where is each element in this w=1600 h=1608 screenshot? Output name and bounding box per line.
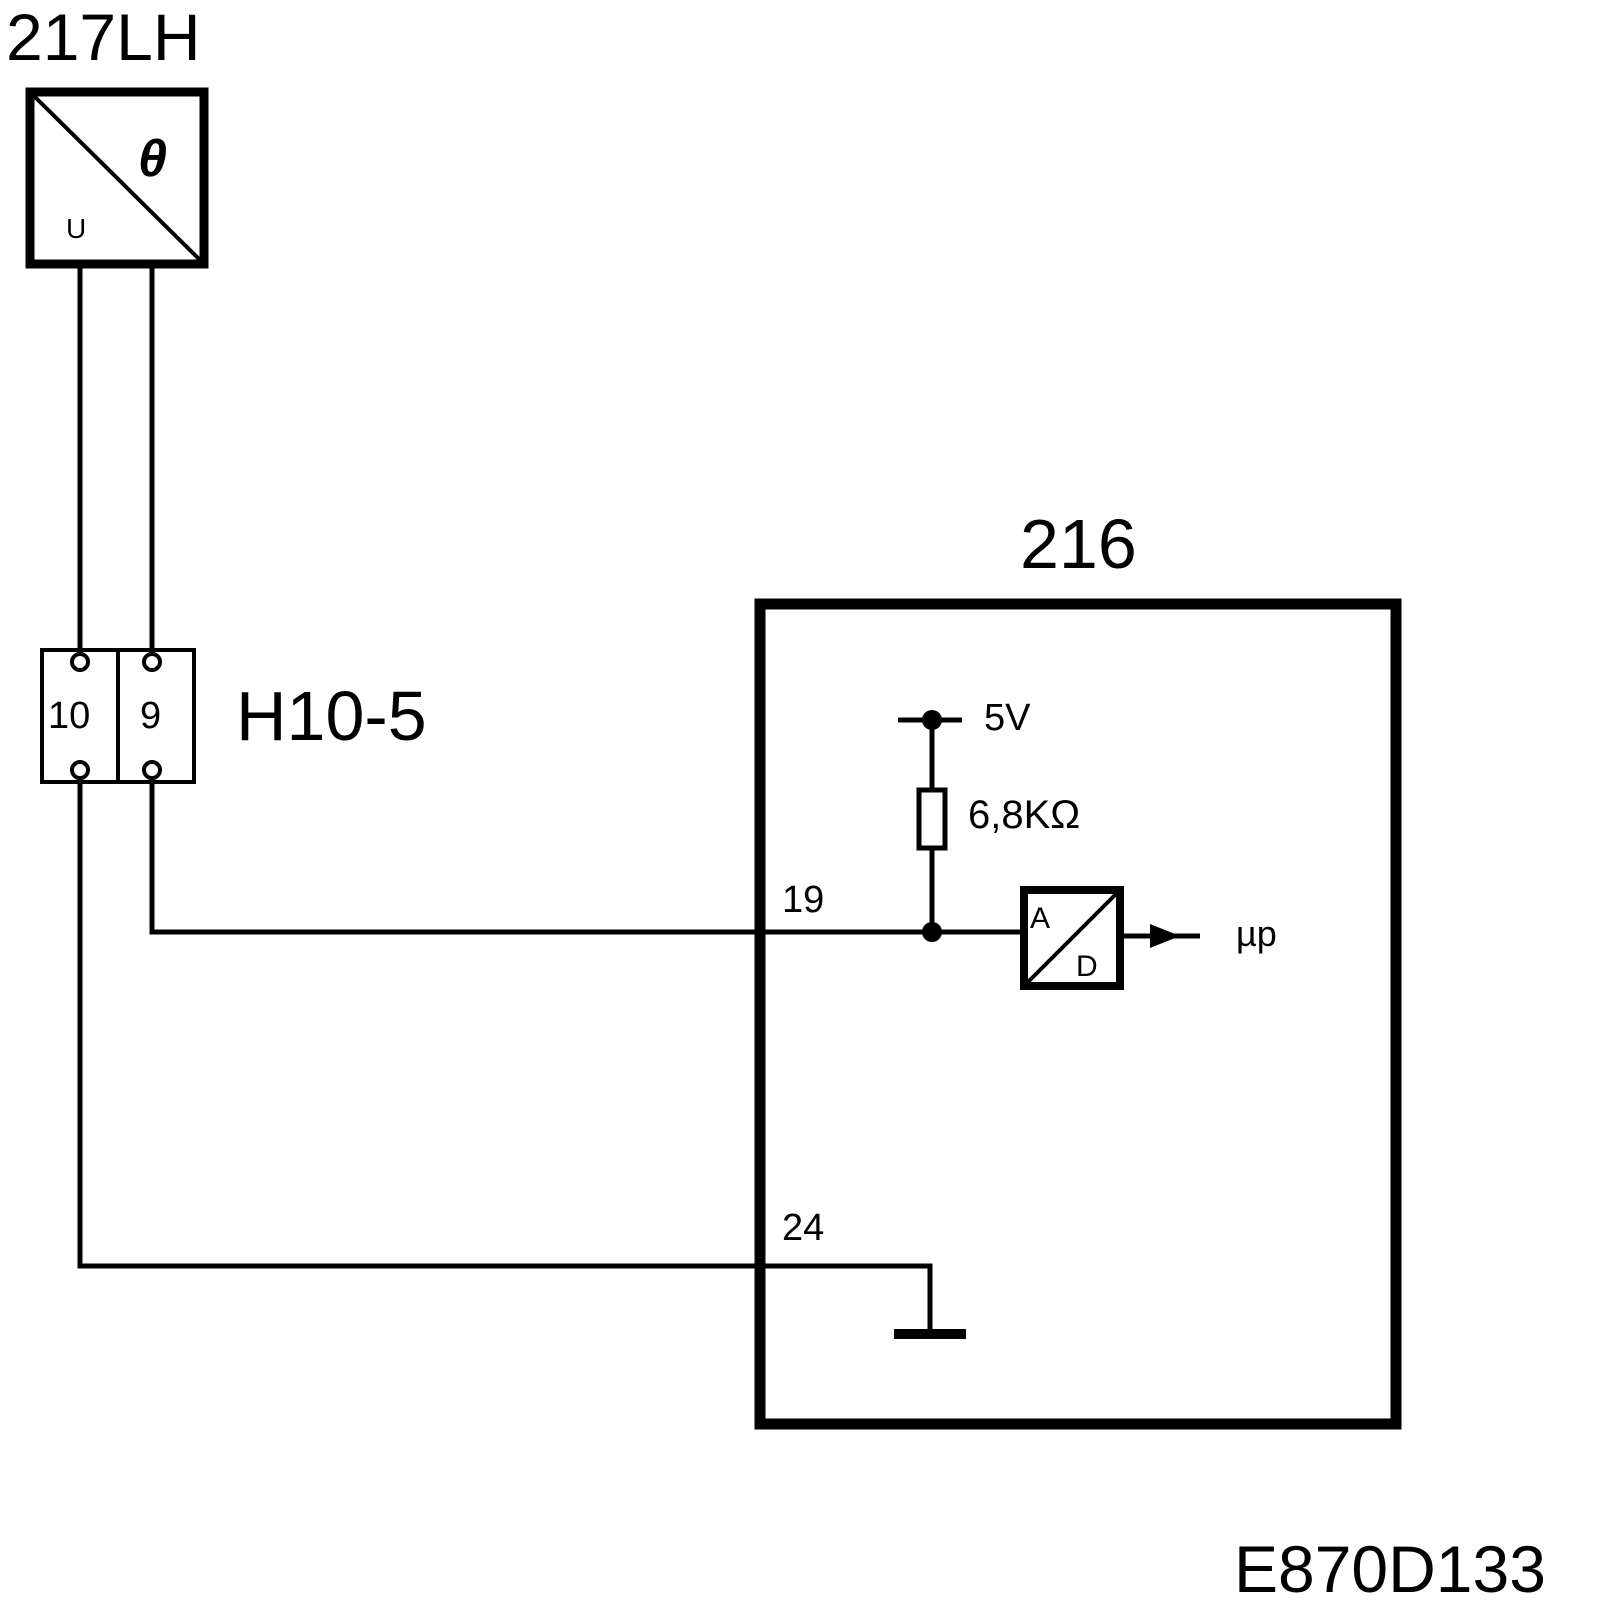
connector-id-label: H10-5 [236, 677, 427, 755]
ad-converter: A D [1020, 886, 1124, 990]
pin-24-label: 24 [782, 1207, 824, 1249]
adc-d-label: D [1076, 950, 1098, 983]
ecu-id-label: 216 [1020, 505, 1137, 583]
connector-h10-5: 10 9 [40, 648, 196, 784]
pullup-resistor [916, 787, 948, 851]
sensor-u-label: U [66, 213, 86, 244]
supply-voltage-label: 5V [984, 697, 1031, 739]
sensor-id-label: 217LH [6, 0, 201, 74]
connector-pin-9-label: 9 [140, 695, 161, 737]
resistor-value-label: 6,8KΩ [968, 793, 1080, 837]
adc-a-label: A [1030, 902, 1050, 935]
signal-node-dot [922, 922, 942, 942]
ecu-box [754, 598, 1402, 1430]
figure-code-label: E870D133 [1234, 1532, 1546, 1606]
sensor-theta-symbol: θ [138, 130, 167, 188]
wire-signal-pin19 [149, 778, 1024, 935]
adc-output-arrow [1150, 924, 1180, 948]
connector-pin-10-label: 10 [48, 695, 90, 737]
wire-ground-pin24 [77, 778, 933, 1332]
microprocessor-label: µp [1236, 913, 1277, 954]
pin-19-label: 19 [782, 879, 824, 921]
temperature-sensor-symbol: θ U [25, 87, 209, 269]
